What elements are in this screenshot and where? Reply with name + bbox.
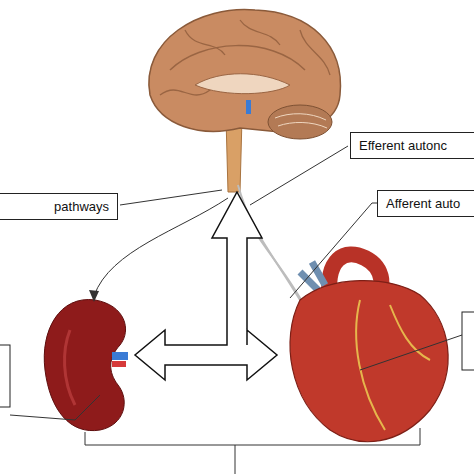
label-box: Afferent auto [377, 190, 474, 217]
box-label: Afferent auto [386, 196, 467, 211]
label-box: Efferent autonc [350, 132, 474, 159]
label-box: pathways [0, 193, 118, 220]
box-label: Efferent autonc [359, 138, 467, 153]
box-label: pathways [7, 199, 109, 214]
